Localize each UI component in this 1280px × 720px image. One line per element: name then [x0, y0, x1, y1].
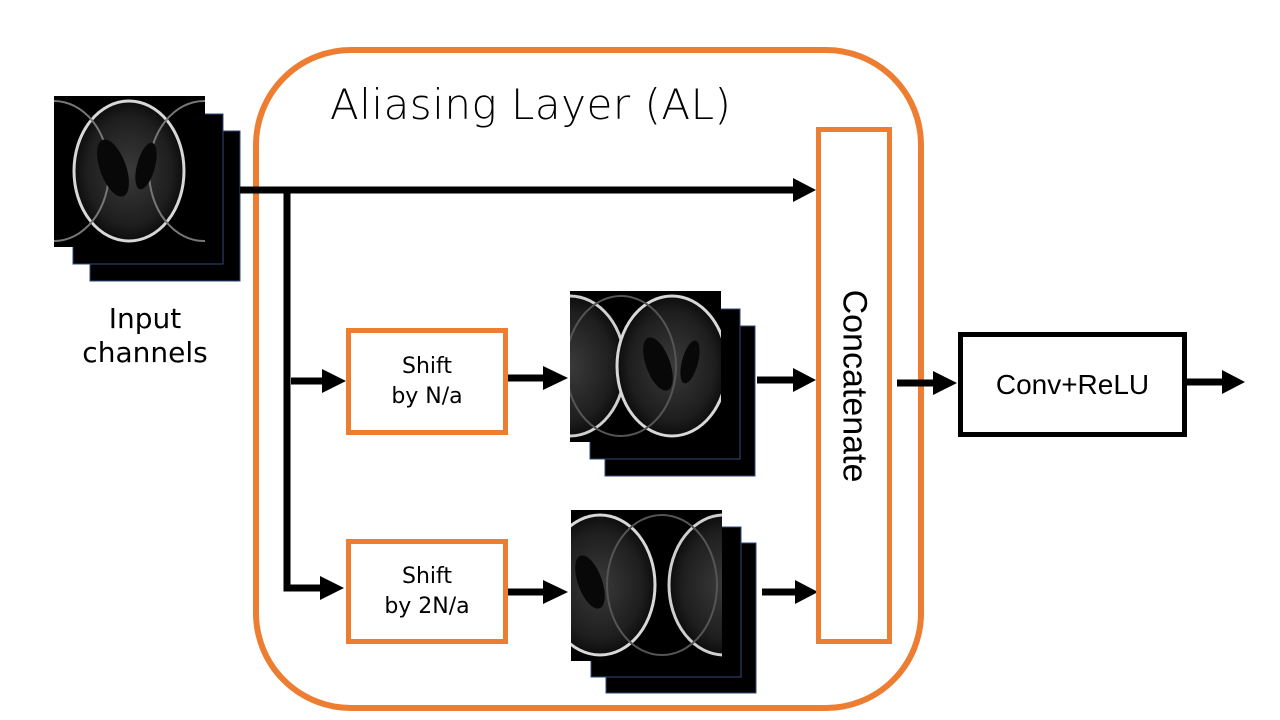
shift-block-n: Shift by N/a — [346, 328, 508, 435]
arrowhead-icon — [1222, 370, 1245, 394]
shift-block-n-line1: Shift — [401, 353, 452, 379]
shift-block-2n: Shift by 2N/a — [346, 539, 508, 644]
arrowhead-icon — [543, 580, 568, 604]
shift-block-n-line2: by N/a — [391, 383, 463, 409]
arrowhead-icon — [795, 580, 818, 604]
arrowheads — [320, 178, 1245, 604]
shift-block-2n-line2: by 2N/a — [384, 593, 470, 619]
conv-relu-block: Conv+ReLU — [958, 332, 1187, 437]
arrowhead-icon — [933, 371, 957, 395]
aliasing-layer-container — [253, 47, 924, 711]
arrowhead-icon — [793, 178, 816, 202]
shifted-stack-1 — [570, 291, 756, 477]
arrowhead-icon — [322, 369, 346, 393]
shifted-stack-2 — [571, 510, 757, 694]
concatenate-label: Concatenate — [835, 289, 874, 482]
input-channels-label: Input channels — [60, 302, 230, 369]
arrowhead-icon — [793, 368, 816, 392]
aliasing-layer-title: Aliasing Layer (AL) — [330, 80, 732, 129]
arrowhead-icon — [543, 366, 568, 390]
branch-line — [283, 190, 320, 592]
input-label-line2: channels — [82, 335, 208, 369]
input-channels-stack — [54, 96, 241, 282]
shift-block-2n-line1: Shift — [401, 563, 452, 589]
concatenate-block: Concatenate — [816, 127, 892, 644]
connectors — [240, 186, 1225, 596]
shifted-image-1 — [570, 291, 721, 442]
conv-relu-label: Conv+ReLU — [995, 368, 1150, 400]
input-label-line1: Input — [108, 302, 182, 335]
input-image — [54, 96, 205, 247]
arrowhead-icon — [320, 576, 344, 600]
shifted-image-2 — [571, 510, 722, 661]
